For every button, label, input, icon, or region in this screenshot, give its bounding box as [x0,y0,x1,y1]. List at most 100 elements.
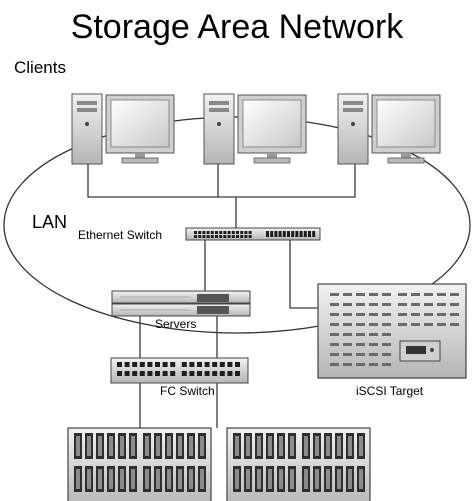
drive-bays [74,433,206,492]
drive-slot-handle [167,469,171,489]
drive-slot-handle [156,436,160,456]
switch-port [194,235,197,238]
fc-port [212,371,218,376]
lan-label: LAN [32,212,67,232]
fc-port [170,362,176,367]
fc-port [227,362,233,367]
fc-port [139,371,145,376]
vent-slot [369,333,378,336]
drive-slot-handle [167,436,171,456]
monitor-screen [110,99,170,148]
vent-slot [343,293,352,296]
vent-slot [356,353,365,356]
drive-slot-handle [235,436,239,456]
drive-slot-handle [348,436,352,456]
vent-slot [382,363,391,366]
drive-slot-handle [189,436,193,456]
vent-slot [424,303,433,306]
iscsi-display [406,346,426,354]
fc-port [147,371,153,376]
drive-bay [77,108,97,112]
switch-port [206,231,210,234]
switch-port-row [194,231,316,238]
drive-slot-handle [76,469,80,489]
drive-slot-handle [337,469,341,489]
switch-port [274,231,278,237]
drive-bay [209,101,229,105]
switch-port [240,235,244,238]
switch-port [236,235,239,238]
drive-slot-handle [257,469,261,489]
drive-slot-handle [189,469,193,489]
fc-port [235,362,240,367]
vent-slot [398,313,407,316]
vent-slot [330,323,339,326]
vent-slot [382,353,391,356]
server-drive-panel [197,306,229,314]
iscsi-vent-grid [330,293,459,366]
vent-slot [369,293,378,296]
drive-slot-handle [279,469,283,489]
drive-slot-handle [145,469,149,489]
switch-port [210,231,214,234]
fc-port [181,371,187,376]
switch-port [231,231,235,234]
switch-port [278,231,282,237]
vent-slot [450,323,459,326]
drive-slot-handle [178,469,182,489]
drive-slot-handle [337,436,341,456]
drive-bay [77,101,97,105]
drive-slot-handle [200,469,204,489]
switch-port [227,231,231,234]
fc-port [181,362,187,367]
switch-port [231,235,235,238]
vent-slot [330,343,339,346]
drive-slot-handle [109,436,113,456]
switch-to-iscsi-link [289,240,318,309]
vent-slot [343,353,352,356]
iscsi-chassis [317,283,467,379]
fc-port [197,371,202,376]
drive-slot-handle [120,469,124,489]
drive-slot-handle [359,436,363,456]
drive-slot-handle [348,469,352,489]
switch-port [206,235,210,238]
fc-port [162,362,168,367]
drive-slot-handle [109,469,113,489]
drive-slot-handle [235,469,239,489]
switch-port [248,235,252,238]
drive-slot-handle [290,436,294,456]
drive-bays [233,433,365,492]
monitor-stand [267,153,277,158]
vent-slot [382,343,391,346]
vent-slot [343,313,352,316]
monitor-stand [135,153,145,158]
client-workstation-1 [71,93,175,165]
fc-port [162,371,168,376]
power-button [85,122,89,126]
switch-port [227,235,231,238]
switch-port [202,231,206,234]
drive-slot-handle [246,469,250,489]
switch-port [198,235,202,238]
vent-slot [382,333,391,336]
monitor-screen [242,99,302,148]
server-drive-panel [197,294,229,302]
lan-ellipse [3,116,471,334]
vent-slot [343,323,352,326]
drive-slot-handle [315,436,319,456]
drive-slot-handle [304,436,308,456]
fc-port [235,371,240,376]
drive-slot-handle [178,436,182,456]
switch-port [248,231,252,234]
vent-slot [437,293,446,296]
switch-port [287,231,290,237]
fc-port [204,371,210,376]
fc-port [124,371,130,376]
drive-slot-handle [268,469,272,489]
client-bus-line [87,163,356,198]
monitor-base [253,157,291,164]
power-button [351,122,355,126]
vent-slot [369,363,378,366]
switch-port [312,231,316,237]
